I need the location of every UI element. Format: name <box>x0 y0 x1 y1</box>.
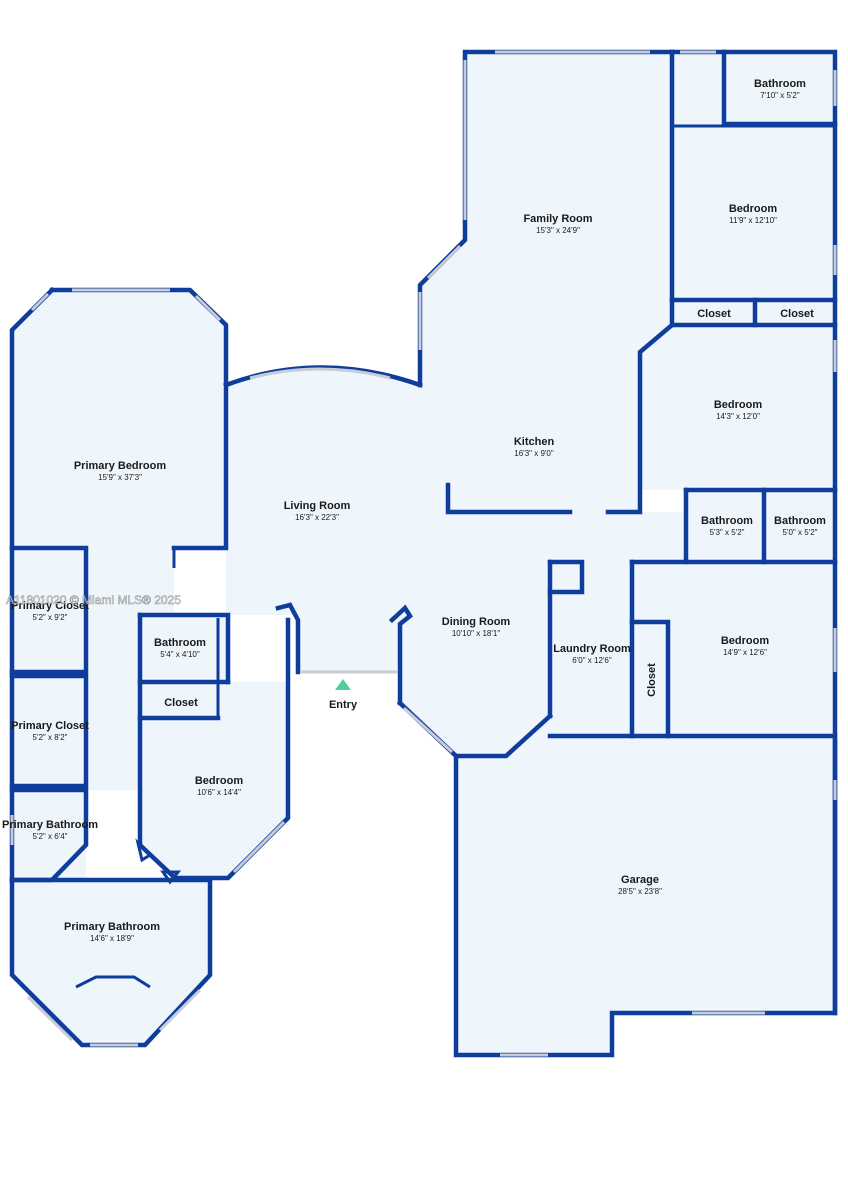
window <box>402 706 454 754</box>
room-dims-primary-bathroom: 14'6" x 18'9" <box>90 934 134 943</box>
floor-se-block <box>550 562 835 736</box>
room-dims-primary-bath-small: 5'2" x 6'4" <box>33 832 68 841</box>
wall-bathroom-top <box>721 49 838 127</box>
room-dims-kitchen: 16'3" x 9'0" <box>514 449 554 458</box>
window <box>232 820 286 874</box>
room-name-bathroom-e2: Bathroom <box>774 515 826 527</box>
room-dims-primary-closet-2: 5'2" x 8'2" <box>33 733 68 742</box>
room-dims-living-room: 16'3" x 22'3" <box>295 513 339 522</box>
window <box>194 294 222 322</box>
room-name-primary-bath-small: Primary Bathroom <box>2 819 98 831</box>
room-dims-garage: 28'5" x 23'8" <box>618 887 662 896</box>
wall-bedroom-w-door-1 <box>135 838 153 863</box>
wall-closet-se <box>629 619 671 739</box>
room-dims-primary-bedroom: 15'9" x 37'3" <box>98 473 142 482</box>
window <box>30 292 50 312</box>
window-bay <box>249 367 391 380</box>
room-name-living-room: Living Room <box>284 500 351 512</box>
room-dims-bathroom-w: 5'4" x 4'10" <box>160 650 200 659</box>
room-dims-laundry-room: 6'0" x 12'6" <box>572 656 612 665</box>
kitchen-counter <box>445 482 573 515</box>
room-dims-bedroom-w: 10'6" x 14'4" <box>197 788 241 797</box>
room-name-bathroom-top: Bathroom <box>754 78 806 90</box>
floor-bedroom-e <box>640 325 835 490</box>
wall-closet-2 <box>9 673 89 789</box>
floor-ne-block <box>672 52 835 328</box>
entry-triangle-icon <box>335 679 351 690</box>
room-name-bathroom-w: Bathroom <box>154 637 206 649</box>
window <box>26 995 74 1042</box>
room-name-closet-ne-2: Closet <box>780 308 814 320</box>
room-name-laundry-room: Laundry Room <box>553 643 631 655</box>
window <box>426 244 462 280</box>
windows <box>10 50 837 1057</box>
wall-bedroom-w <box>136 617 291 881</box>
wall-ne-outer <box>669 49 838 1016</box>
wall-laundry-nook <box>547 559 585 595</box>
entry-label: Entry <box>329 699 358 711</box>
floor-primary-bath <box>12 880 210 1045</box>
window <box>158 988 202 1032</box>
watermark: A11801020 © Miami MLS® 2025 <box>6 593 181 607</box>
room-name-kitchen: Kitchen <box>514 436 555 448</box>
room-dims-dining-room: 10'10" x 18'1" <box>452 629 500 638</box>
room-name-bedroom-ne: Bedroom <box>729 203 778 215</box>
tub-outline <box>75 975 151 989</box>
room-name-garage: Garage <box>621 874 659 886</box>
room-name-primary-closet-1: Primary Closet <box>11 600 89 612</box>
room-name-bedroom-e: Bedroom <box>714 399 763 411</box>
room-name-closet-w: Closet <box>164 697 198 709</box>
wall-garage <box>453 733 838 1058</box>
room-dims-bathroom-top: 7'10" x 5'2" <box>760 91 800 100</box>
room-dims-bedroom-e: 14'3" x 12'0" <box>716 412 760 421</box>
room-dims-bathroom-e2: 5'0" x 5'2" <box>783 528 818 537</box>
floor-east-baths <box>686 490 835 562</box>
floor-fills <box>12 52 835 1055</box>
room-dims-bedroom-ne: 11'9" x 12'10" <box>729 216 777 225</box>
room-labels: Family Room 15'3" x 24'9" Bathroom 7'10"… <box>2 78 826 943</box>
wall-primary-outer <box>9 286 213 1048</box>
room-name-bedroom-se: Bedroom <box>721 635 770 647</box>
wall-bedroom-w-door-2 <box>160 870 182 885</box>
room-name-primary-bathroom: Primary Bathroom <box>64 921 160 933</box>
wall-entry-left <box>275 602 301 675</box>
wall-bedroom-e <box>605 322 838 515</box>
room-name-dining-room: Dining Room <box>442 616 511 628</box>
floor-core <box>226 52 686 756</box>
room-dims-primary-closet-1: 5'2" x 9'2" <box>33 613 68 622</box>
room-name-primary-bedroom: Primary Bedroom <box>74 460 167 472</box>
room-name-family-room: Family Room <box>523 213 592 225</box>
room-name-bathroom-e1: Bathroom <box>701 515 753 527</box>
room-name-closet-ne-1: Closet <box>697 308 731 320</box>
room-name-primary-closet-2: Primary Closet <box>11 720 89 732</box>
floor-primary-wing <box>12 290 226 880</box>
floor-garage <box>456 716 835 1055</box>
room-name-bedroom-w: Bedroom <box>195 775 244 787</box>
room-dims-bathroom-e1: 5'3" x 5'2" <box>710 528 745 537</box>
room-dims-bedroom-se: 14'9" x 12'6" <box>723 648 767 657</box>
room-dims-family-room: 15'3" x 24'9" <box>536 226 580 235</box>
room-name-closet-se: Closet <box>646 663 658 697</box>
wall-entry-right <box>388 604 413 706</box>
wall-closet-1 <box>9 545 89 675</box>
wall-bathroom-w <box>137 612 231 685</box>
